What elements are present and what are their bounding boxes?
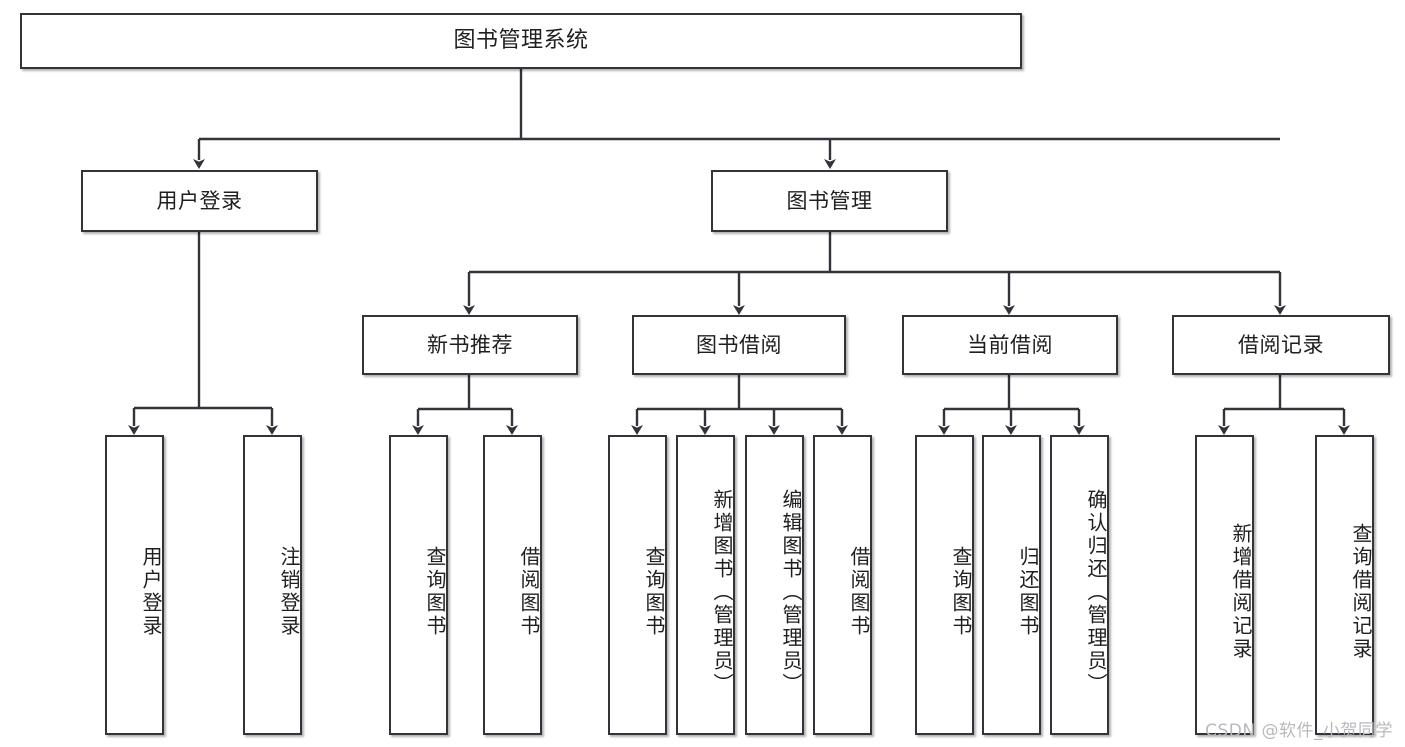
leaf-add-borrow-record[interactable]: 新增借阅记录 [1195, 435, 1254, 735]
leaf-query-book-current[interactable]: 查询图书 [915, 435, 974, 735]
leaf-add-book-admin[interactable]: 新增图书（管理员） [676, 435, 735, 735]
node-label: 注销登录 [277, 546, 301, 638]
node-label: 借阅记录 [1238, 332, 1324, 357]
node-label: 归还图书 [1016, 546, 1040, 638]
leaf-query-book-recommend[interactable]: 查询图书 [389, 435, 448, 735]
leaf-query-book-borrow[interactable]: 查询图书 [608, 435, 667, 735]
node-label: 确认归还（管理员） [1084, 488, 1108, 696]
node-label: 编辑图书（管理员） [779, 488, 803, 696]
node-book-borrow[interactable]: 图书借阅 [632, 315, 846, 375]
node-new-book-recommend[interactable]: 新书推荐 [362, 315, 578, 375]
node-book-management[interactable]: 图书管理 [711, 170, 948, 232]
leaf-edit-book-admin[interactable]: 编辑图书（管理员） [745, 435, 804, 735]
leaf-borrow-book[interactable]: 借阅图书 [813, 435, 872, 735]
node-label: 查询图书 [642, 546, 666, 638]
node-label: 新书推荐 [427, 332, 513, 357]
leaf-logout[interactable]: 注销登录 [243, 435, 302, 735]
watermark-text: CSDN @软件_小贺同学 [1205, 721, 1393, 741]
node-label: 查询借阅记录 [1349, 523, 1373, 661]
node-label: 借阅图书 [517, 546, 541, 638]
leaf-confirm-return-admin[interactable]: 确认归还（管理员） [1050, 435, 1109, 735]
node-label: 用户登录 [156, 188, 243, 213]
node-label: 查询图书 [949, 546, 973, 638]
node-label: 图书借阅 [696, 332, 782, 357]
node-label: 用户登录 [139, 546, 163, 638]
node-label: 图书管理 [786, 188, 873, 213]
leaf-query-borrow-record[interactable]: 查询借阅记录 [1315, 435, 1374, 735]
node-label: 新增借阅记录 [1229, 523, 1253, 661]
node-label: 当前借阅 [967, 332, 1053, 357]
node-label: 查询图书 [423, 546, 447, 638]
node-label: 借阅图书 [847, 546, 871, 638]
node-user-login[interactable]: 用户登录 [81, 170, 318, 232]
node-root-system[interactable]: 图书管理系统 [20, 13, 1022, 69]
node-label: 新增图书（管理员） [710, 488, 734, 696]
leaf-return-book[interactable]: 归还图书 [982, 435, 1041, 735]
node-current-borrow[interactable]: 当前借阅 [902, 315, 1118, 375]
node-label: 图书管理系统 [453, 28, 589, 54]
node-borrow-record[interactable]: 借阅记录 [1172, 315, 1390, 375]
leaf-user-login[interactable]: 用户登录 [105, 435, 164, 735]
leaf-borrow-book-recommend[interactable]: 借阅图书 [483, 435, 542, 735]
